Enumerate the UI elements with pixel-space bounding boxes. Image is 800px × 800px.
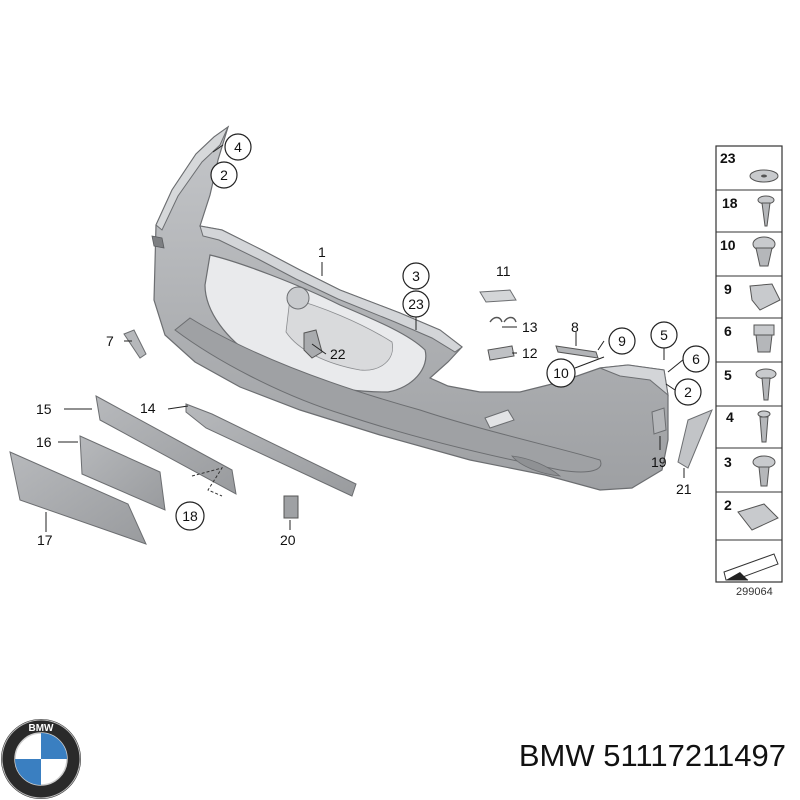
part-13-clip [489,316,517,323]
callout-8: 8 [571,319,579,335]
part-17-license-plate-base [9,451,147,545]
svg-text:19: 19 [651,454,667,470]
part-19-bracket [651,407,667,435]
legend-label-9: 9 [724,281,732,297]
part-21-strip [677,409,713,469]
callout-22: 22 [330,346,346,362]
svg-text:BMW: BMW [29,723,55,734]
legend-label-10: 10 [720,237,736,253]
svg-text:21: 21 [676,481,692,497]
svg-text:12: 12 [522,345,538,361]
callout-20: 20 [280,532,296,548]
svg-text:1: 1 [318,244,326,260]
svg-text:13: 13 [522,319,538,335]
callout-4: 4 [224,133,252,161]
svg-text:7: 7 [106,333,114,349]
svg-text:5: 5 [660,327,668,343]
part-11-cap [479,289,517,303]
part-18-leader [191,467,224,497]
screw-icon [757,195,775,227]
legend-label-5: 5 [724,367,732,383]
legend-label-2: 2 [724,497,732,513]
part-20-clip [283,495,299,519]
front-bumper-cover [151,125,669,491]
callout-3: 3 [402,262,430,290]
callout-10: 10 [546,358,576,388]
svg-text:18: 18 [182,508,198,524]
part-12-bracket [487,345,515,361]
legend-label-23: 23 [720,150,736,166]
part-8-strip [555,345,599,359]
fastener-legend: 23 18 10 9 6 5 4 [715,145,783,583]
small-screw-icon [757,410,771,443]
part-14-trim-strip [185,403,357,497]
callout-1: 1 [318,244,326,260]
svg-text:4: 4 [234,139,242,155]
callout-2-right: 2 [674,378,702,406]
callout-13: 13 [522,319,538,335]
svg-text:15: 15 [36,401,52,417]
callout-6: 6 [682,345,710,373]
collar-screw-icon [752,455,776,487]
svg-text:9: 9 [618,333,626,349]
svg-text:10: 10 [553,365,569,381]
leader-lines [45,144,685,532]
svg-text:16: 16 [36,434,52,450]
callout-17: 17 [37,532,53,548]
legend-label-4: 4 [726,409,734,425]
callout-16: 16 [36,434,52,450]
svg-text:23: 23 [408,296,424,312]
bmw-logo: BMW [1,719,81,799]
svg-text:11: 11 [496,263,511,279]
diagram-reference-number: 299064 [736,586,773,598]
part-16-license-plate-base [79,435,166,511]
svg-text:22: 22 [330,346,346,362]
callout-19: 19 [651,454,667,470]
expanding-nut-icon [752,236,776,267]
part-7-bracket [123,329,147,359]
callout-23: 23 [402,290,430,318]
svg-text:2: 2 [220,167,228,183]
svg-text:3: 3 [412,268,420,284]
callout-7: 7 [106,333,114,349]
callout-5: 5 [650,321,678,349]
bolt-icon [755,368,777,401]
svg-text:20: 20 [280,532,296,548]
callout-2-left: 2 [210,161,238,189]
clip-nut-icon [749,283,781,311]
part-15-license-plate-base [95,395,237,495]
callout-18: 18 [175,501,205,531]
svg-text:2: 2 [684,384,692,400]
legend-label-6: 6 [724,323,732,339]
callout-14: 14 [140,400,156,416]
callout-9: 9 [608,327,636,355]
plastic-nut-icon [753,324,775,353]
part-22-bracket [303,329,323,359]
callout-12: 12 [522,345,538,361]
callout-11: 11 [496,263,511,279]
clip-icon [737,503,779,531]
legend-label-18: 18 [722,195,738,211]
svg-text:17: 17 [37,532,53,548]
svg-text:8: 8 [571,319,579,335]
legend-label-3: 3 [724,454,732,470]
svg-text:14: 14 [140,400,156,416]
callout-21: 21 [676,481,692,497]
part-number-caption: BMW 51117211497 [518,738,786,773]
svg-text:6: 6 [692,351,700,367]
callout-15: 15 [36,401,52,417]
